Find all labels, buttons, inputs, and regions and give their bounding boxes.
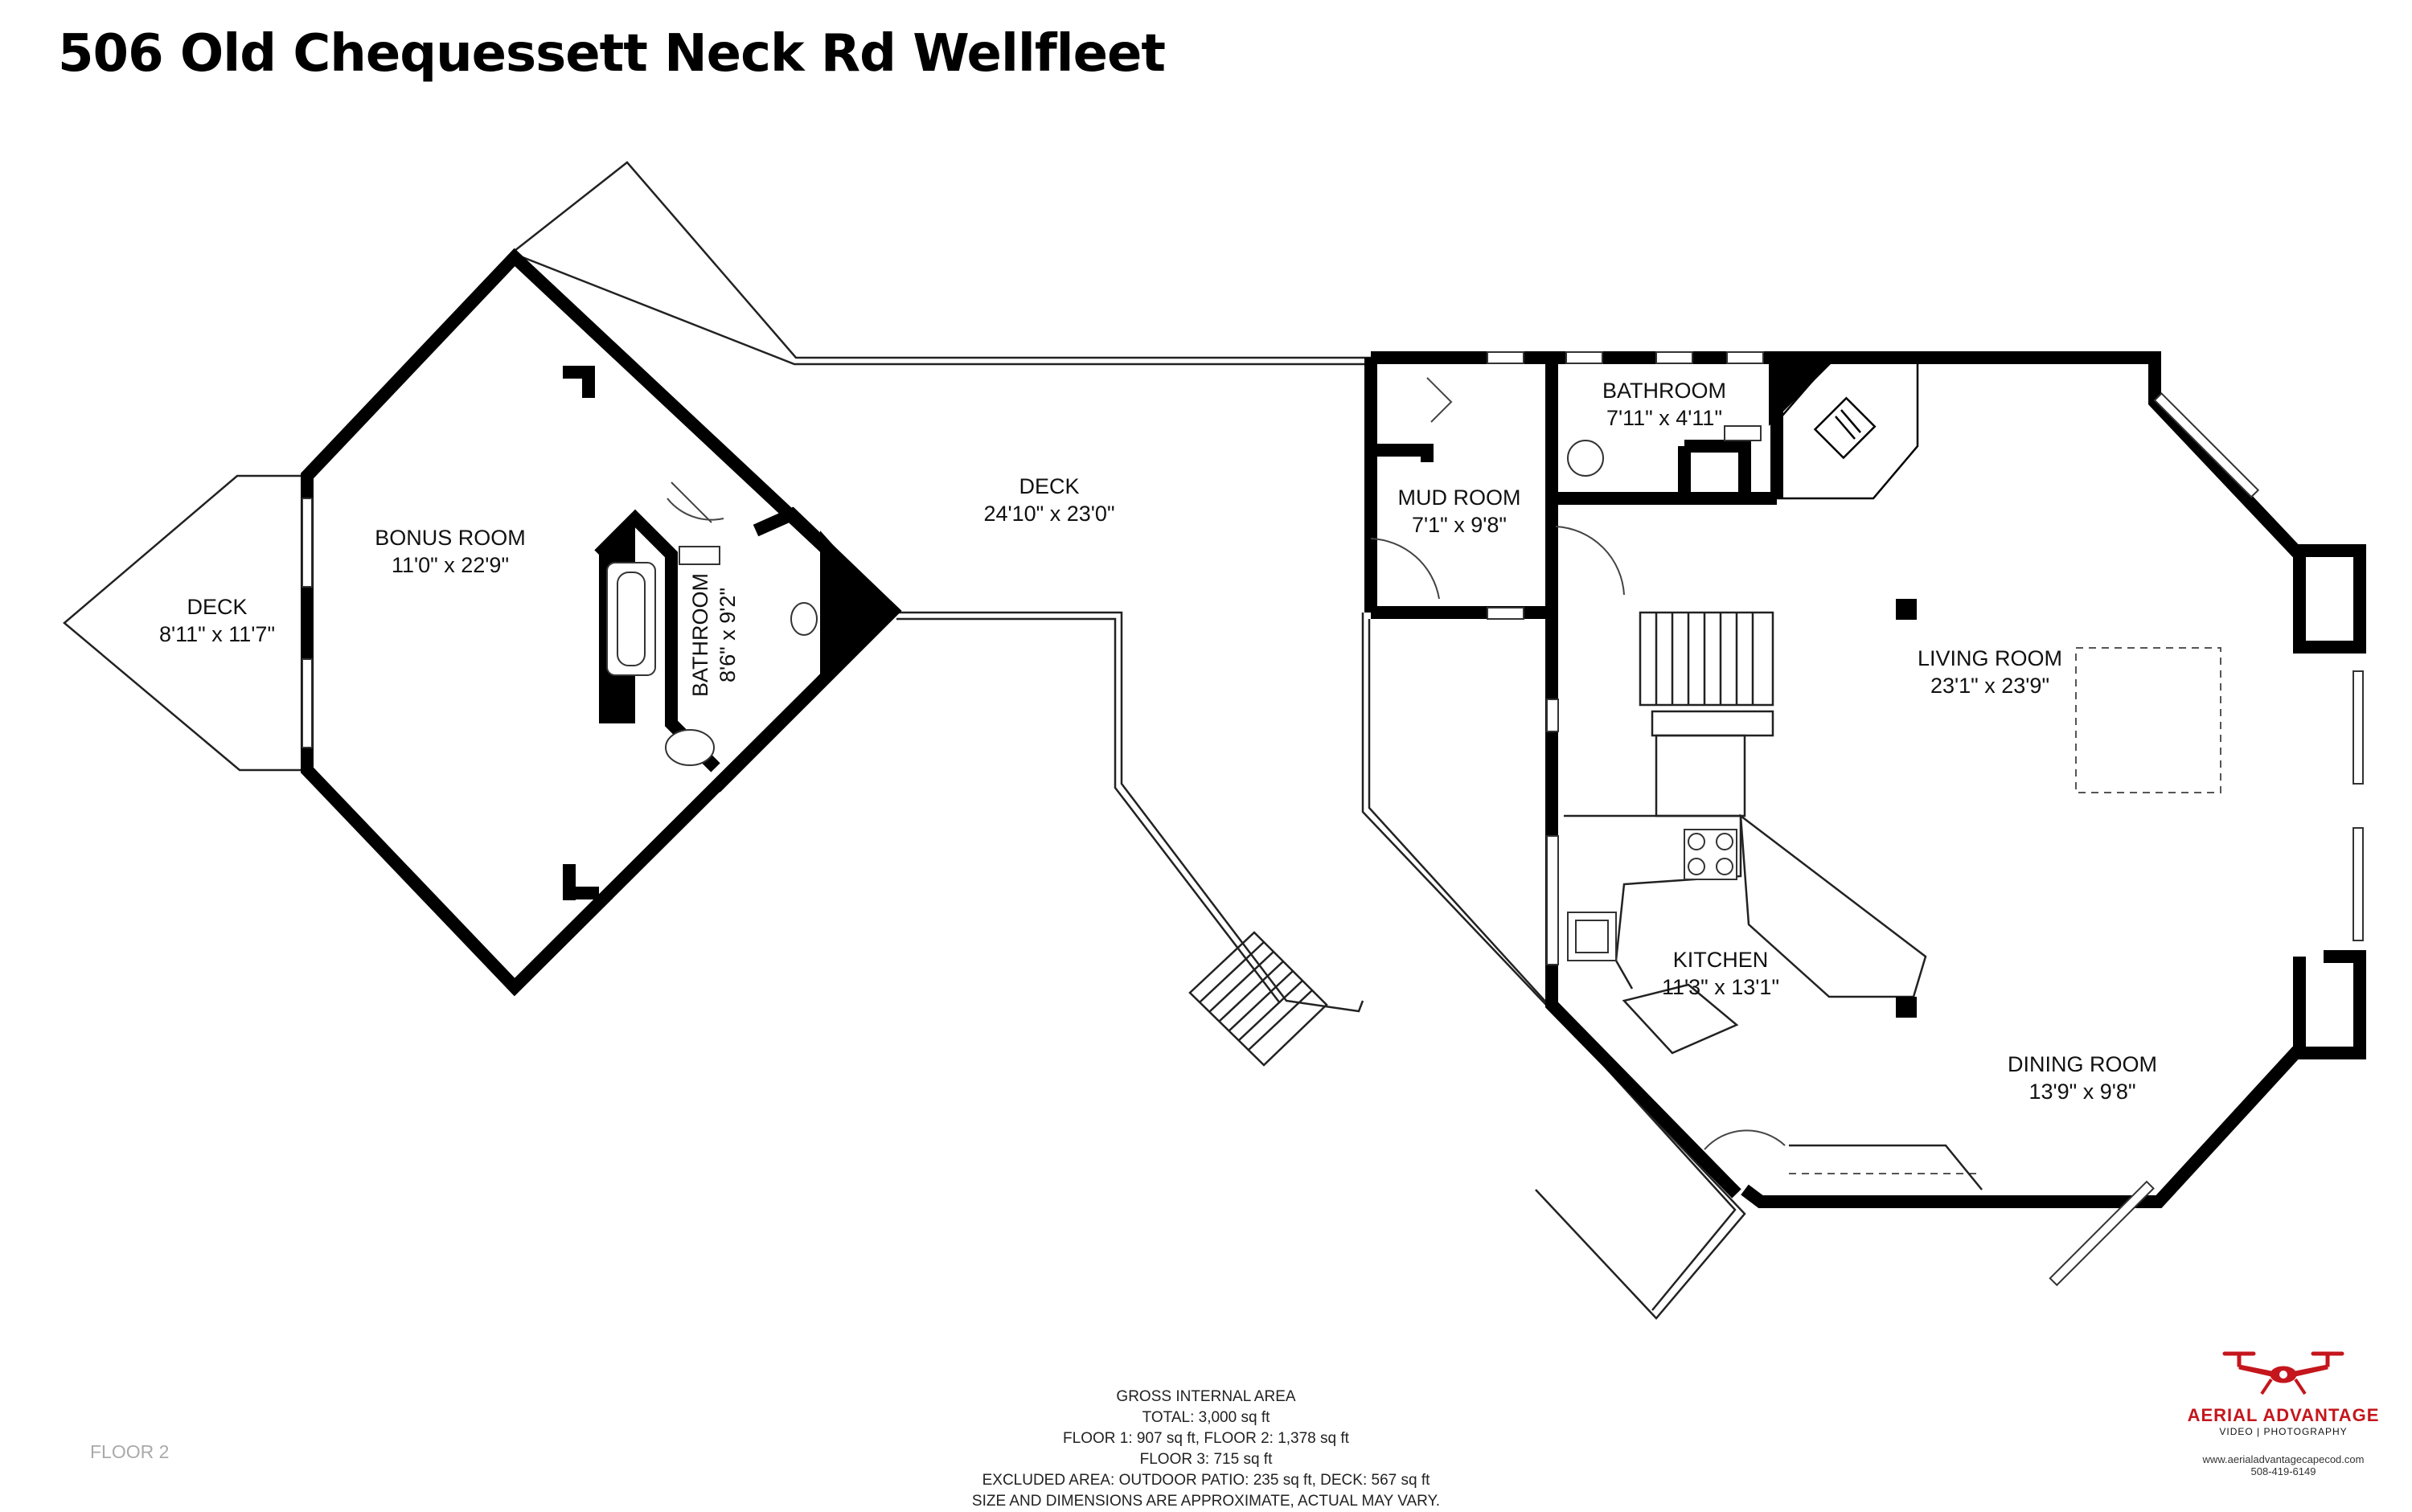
kitchen-counters <box>1564 813 1927 1055</box>
deck-stairs <box>1188 931 1328 1067</box>
gross-area-total: TOTAL: 3,000 sq ft <box>1142 1409 1270 1426</box>
kitchen-dims: 11'3" x 13'1" <box>1662 975 1779 999</box>
gross-area-excluded: EXCLUDED AREA: OUTDOOR PATIO: 235 sq ft,… <box>982 1472 1430 1489</box>
bonus-room-name: BONUS ROOM <box>375 526 526 550</box>
interior-stairs <box>1639 611 1774 817</box>
drone-icon <box>2222 1351 2344 1395</box>
company-logo: AERIAL ADVANTAGE VIDEO | PHOTOGRAPHY www… <box>2171 1342 2396 1503</box>
floor-label: FLOOR 2 <box>90 1441 170 1462</box>
logo-phone: 508-419-6149 <box>2250 1465 2316 1477</box>
living-room-dims: 23'1" x 23'9" <box>1930 674 2049 698</box>
deck-west-dims: 8'11" x 11'7" <box>159 622 275 646</box>
dining-room-dims: 13'9" x 9'8" <box>2028 1080 2135 1104</box>
logo-website: www.aerialadvantagecapecod.com <box>2202 1453 2365 1465</box>
logo-brand: AERIAL ADVANTAGE <box>2187 1405 2380 1425</box>
page-title: 506 Old Chequessett Neck Rd Wellfleet <box>58 24 1166 84</box>
living-room-name: LIVING ROOM <box>1918 646 2062 670</box>
bathroom-a-dims: 8'6" x 9'2" <box>716 588 740 682</box>
deck-main-dims: 24'10" x 23'0" <box>983 502 1114 526</box>
kitchen-name: KITCHEN <box>1673 948 1769 972</box>
gross-area-disclaimer: SIZE AND DIMENSIONS ARE APPROXIMATE, ACT… <box>971 1493 1441 1510</box>
bathroom-b-name: BATHROOM <box>1602 379 1726 403</box>
deck-main-name: DECK <box>1019 474 1079 498</box>
gross-area-floors: FLOOR 1: 907 sq ft, FLOOR 2: 1,378 sq ft <box>1063 1430 1349 1447</box>
logo-tagline: VIDEO | PHOTOGRAPHY <box>2219 1426 2348 1437</box>
gross-area-summary: GROSS INTERNAL AREA TOTAL: 3,000 sq ft F… <box>884 1387 1528 1512</box>
bathroom-a-name: BATHROOM <box>688 573 712 697</box>
bathroom-a-walls <box>594 498 902 793</box>
west-deck-outline <box>63 474 304 772</box>
gross-area-heading: GROSS INTERNAL AREA <box>1116 1388 1296 1405</box>
mud-room-dims: 7'1" x 9'8" <box>1412 513 1507 537</box>
dining-room-name: DINING ROOM <box>2008 1052 2157 1076</box>
bathroom-b-dims: 7'11" x 4'11" <box>1606 406 1722 430</box>
gross-area-floor-3: FLOOR 3: 715 sq ft <box>1139 1451 1273 1468</box>
bonus-room-dims: 11'0" x 22'9" <box>392 553 509 577</box>
deck-west-name: DECK <box>187 595 247 619</box>
house-walls <box>1364 351 2366 1287</box>
mud-room-name: MUD ROOM <box>1398 486 1521 510</box>
